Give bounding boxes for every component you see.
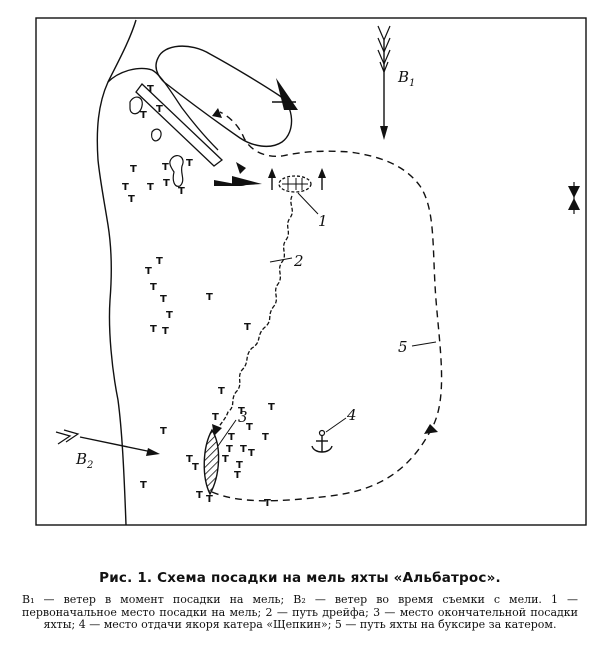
yacht-marks [268,168,326,190]
shoal-mark: T [206,494,213,505]
leader-lines [217,192,437,447]
tow-path [211,111,443,502]
shoal-mark: T [178,186,185,197]
shoal-mark: T [160,294,167,305]
shoal-mark: T [218,386,225,397]
shoal-mark: T [228,432,235,443]
caption-legend: B₁ — ветер в момент посадки на мель; B₂ … [22,593,578,631]
shoal-mark: T [226,444,233,455]
shoal-mark: T [140,480,147,491]
shoal-mark: T [156,104,163,115]
shoal-mark: T [236,460,243,471]
shoal-mark: T [163,178,170,189]
drift-path [217,195,293,429]
wind-b2-label: B2 [75,450,93,471]
label-4: 4 [346,406,357,424]
shoal-mark: T [147,182,154,193]
figure-caption: Рис. 1. Схема посадки на мель яхты «Альб… [0,570,600,632]
coastline [96,19,137,526]
shoal-mark: T [206,292,213,303]
shoal-grounding-diagram: B1 B2 [35,17,587,526]
anchor-icon [311,429,333,453]
label-2: 2 [293,252,304,270]
shoal-mark: T [222,454,229,465]
breakwater [135,83,224,167]
tow-arrow [424,424,438,434]
shoal-mark: T [162,162,169,173]
shoal-mark: T [246,422,253,433]
shoal-mark: T [162,326,169,337]
wind-vanes [214,78,298,186]
caption-title: Рис. 1. Схема посадки на мель яхты «Альб… [99,570,501,586]
shoal-mark: T [192,462,199,473]
shoal-mark: T [150,324,157,335]
shoal-mark: T [238,406,245,417]
shoal-mark: T [147,84,154,95]
shoal-mark: T [150,282,157,293]
shoal-mark: T [234,470,241,481]
label-5: 5 [398,338,408,356]
tow-arrow-north [212,108,222,118]
shoal-mark: T [248,448,255,459]
shoal-mark: T [156,256,163,267]
shoal-mark: T [128,194,135,205]
shoal-mark: T [264,498,271,509]
drift-arrow [212,424,222,436]
shoal-mark: T [140,110,147,121]
shoal-mark: T [244,322,251,333]
shoal-mark: T [160,426,167,437]
beacon-mark [568,182,580,214]
wind-b2-arrow [55,429,160,456]
label-3: 3 [238,408,248,426]
diagram-frame [35,17,587,526]
shoal-mark: T [196,490,203,501]
shoal-mark: T [268,402,275,413]
islet [169,154,184,187]
final-grounding-yacht [203,428,220,496]
initial-grounding-hatch [282,178,308,190]
shoal-mark: T [240,444,247,455]
shoal-mark: T [212,412,219,423]
island [155,45,293,148]
shoal-mark: T [186,158,193,169]
islet [151,128,162,142]
wind-b1-arrow [377,25,391,140]
wind-b1-label: B1 [397,68,415,89]
shoal-mark: T [122,182,129,193]
shoal-mark: T [130,164,137,175]
islet [129,96,143,115]
shoal-mark: T [145,266,152,277]
shoal-mark: T [262,432,269,443]
initial-grounding-place [278,175,312,193]
shoal-mark: T [166,310,173,321]
shoal-mark: T [186,454,193,465]
label-1: 1 [318,212,328,230]
